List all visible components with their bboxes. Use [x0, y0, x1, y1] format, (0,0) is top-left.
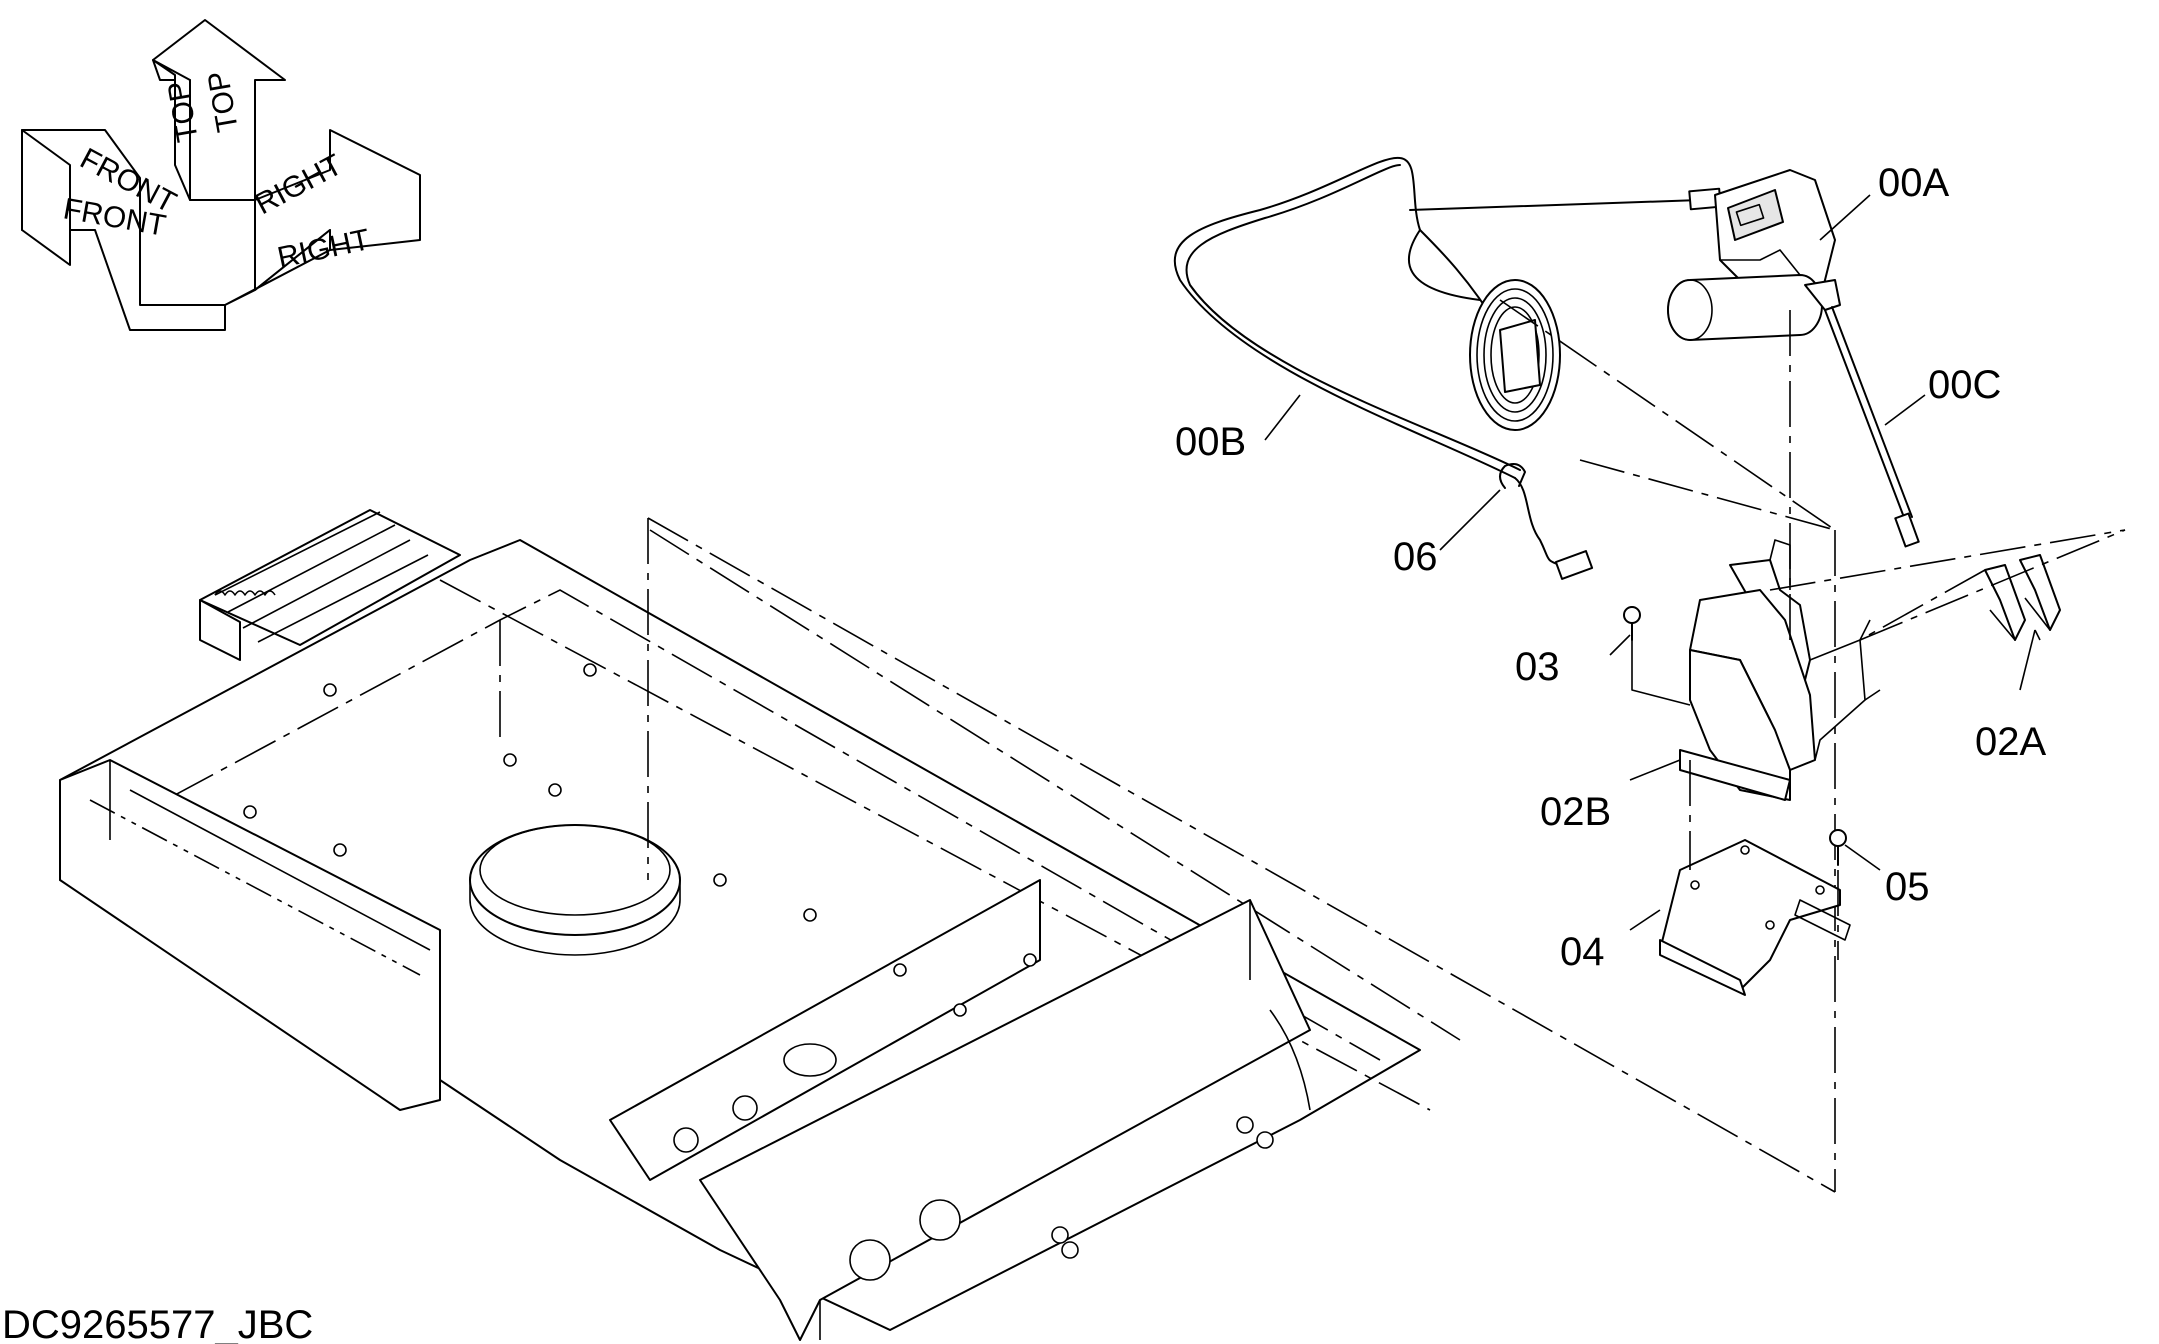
callout-00A: 00A — [1878, 161, 1949, 205]
swing-ring — [469, 824, 681, 956]
harness-assembly — [1173, 156, 2126, 996]
rod-cable — [1824, 306, 1920, 548]
callout-04: 04 — [1560, 930, 1605, 974]
callout-05: 05 — [1885, 865, 1930, 909]
bolt-05 — [1829, 829, 1847, 866]
main-bracket — [1679, 539, 1881, 801]
callout-03: 03 — [1515, 645, 1560, 689]
small-brackets — [1984, 554, 2061, 641]
frame-bolts — [243, 663, 1274, 1259]
bolt-03 — [1623, 606, 1641, 641]
switch-grip — [1409, 169, 1841, 341]
drawing-id: DC9265577_JBC — [2, 1303, 313, 1344]
callout-06: 06 — [1393, 535, 1438, 579]
orientation-indicator: FRONT FRONT TOP TOP RIGHT RIGHT — [21, 19, 421, 331]
machine-frame — [59, 459, 1836, 1341]
callout-leaders — [1264, 194, 2041, 931]
callout-00B: 00B — [1175, 420, 1246, 464]
harness-clip — [1499, 463, 1526, 489]
callout-02A: 02A — [1975, 720, 2046, 764]
callout-labels: 00A 00B 00C 06 03 02A 02B 04 05 — [1175, 161, 2046, 974]
step-plates — [199, 509, 461, 661]
wiring-harness — [1173, 156, 1594, 580]
lower-bracket — [1659, 839, 1851, 996]
callout-00C: 00C — [1928, 363, 2001, 407]
callout-02B: 02B — [1540, 790, 1611, 834]
